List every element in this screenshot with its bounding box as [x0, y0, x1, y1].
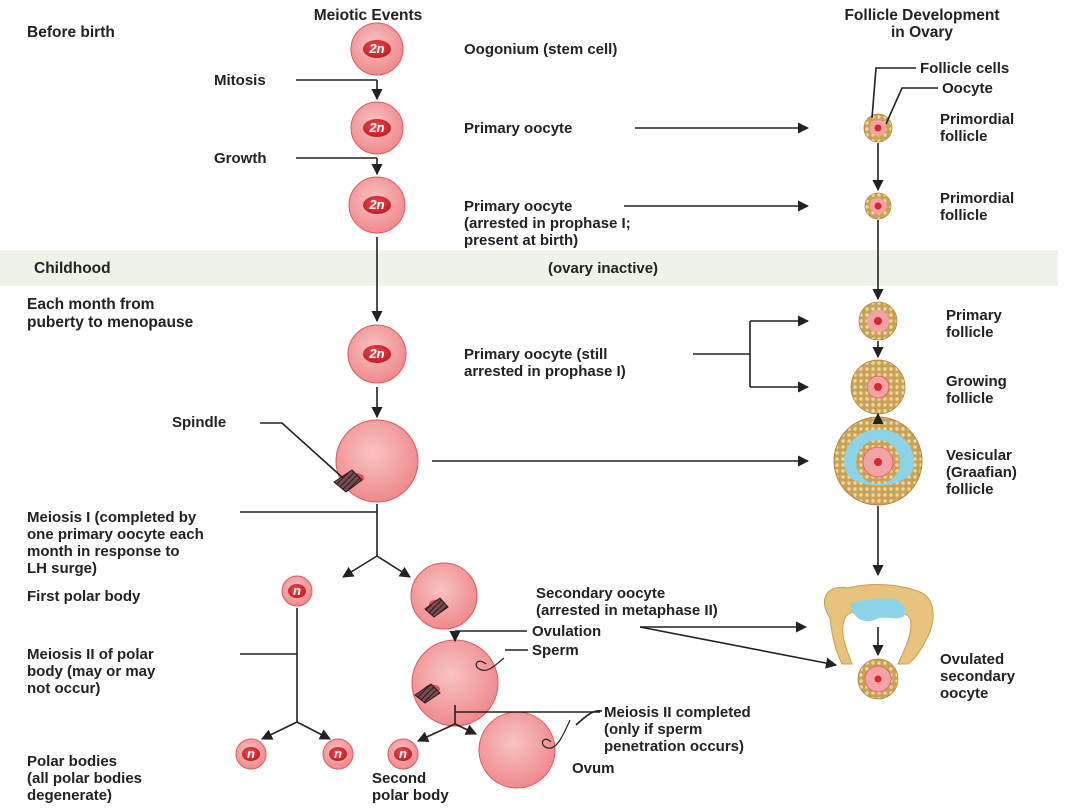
ovulated-secondary-oocyte — [857, 658, 899, 700]
meiosis2-polar-line1: Meiosis II of polar — [27, 646, 154, 663]
vesicular-follicle — [833, 416, 923, 506]
childhood-band — [0, 250, 1058, 286]
growing-follicle-line1: Growing — [946, 373, 1007, 390]
polar-body-cell: n — [235, 738, 267, 770]
header-follicle-line1: Follicle Development — [844, 7, 999, 24]
primordial-follicle-1-line2: follicle — [940, 128, 988, 145]
fertilized-oocyte-cell — [411, 639, 505, 727]
growing-follicle-line2: follicle — [946, 390, 994, 407]
oogonium-cell: 2n — [350, 22, 404, 76]
meiosis2-completed-line3: penetration occurs) — [604, 738, 744, 755]
primary-oocyte-still-line2: arrested in prophase I) — [464, 363, 626, 380]
primordial-follicle-1-line1: Primordial — [940, 111, 1014, 128]
mitosis-label: Mitosis — [214, 72, 266, 89]
meiosis2-polar-line2: body (may or may — [27, 663, 156, 680]
primordial-follicle-2-line1: Primordial — [940, 190, 1014, 207]
primary-follicle-line2: follicle — [946, 324, 994, 341]
oocyte-label: Oocyte — [942, 80, 993, 97]
horizontal-connectors — [432, 122, 838, 726]
second-polar-body-line2: polar body — [372, 787, 449, 804]
spindle-shape — [333, 469, 363, 493]
primary-follicle — [858, 301, 898, 341]
ploidy-label: n — [247, 746, 255, 761]
header-follicle-line2: in Ovary — [891, 24, 953, 41]
meiosis2-completed-line1: Meiosis II completed — [604, 704, 751, 721]
growing-follicle — [850, 359, 906, 415]
oogonium-label: Oogonium (stem cell) — [464, 41, 617, 58]
ovulated-line3: oocyte — [940, 685, 988, 702]
primordial-follicle-2-line2: follicle — [940, 207, 988, 224]
ploidy-label: 2n — [368, 346, 384, 361]
primary-oocyte-arrested-line3: present at birth) — [464, 232, 578, 249]
meiosis1-line4: LH surge) — [27, 560, 97, 577]
section-monthly-line1: Each month from — [27, 296, 154, 313]
ovulation-label: Ovulation — [532, 623, 601, 640]
ploidy-label: n — [334, 746, 342, 761]
spindle-label: Spindle — [172, 414, 226, 431]
first-polar-body-cell: n — [281, 575, 313, 607]
section-childhood: Childhood — [34, 260, 111, 277]
primary-oocyte-arrested-line1: Primary oocyte — [464, 198, 572, 215]
polar-body-cell: n — [322, 738, 354, 770]
meiosis1-line2: one primary oocyte each — [27, 526, 204, 543]
ovary-inactive-label: (ovary inactive) — [548, 260, 658, 277]
ploidy-label: n — [293, 583, 301, 598]
secondary-oocyte-line2: (arrested in metaphase II) — [536, 602, 718, 619]
follicle-connectors — [871, 67, 938, 657]
primordial-follicle-2 — [864, 192, 892, 220]
vesicular-follicle-line1: Vesicular — [946, 447, 1012, 464]
ovum-cell — [478, 711, 571, 789]
meiosis2-polar-line3: not occur) — [27, 680, 100, 697]
ovulated-line1: Ovulated — [940, 651, 1004, 668]
ovulated-line2: secondary — [940, 668, 1016, 685]
meiotic-connectors — [240, 79, 600, 742]
second-polar-body-cell: n — [387, 738, 419, 770]
ploidy-label: 2n — [368, 120, 384, 135]
polar-bodies-line1: Polar bodies — [27, 753, 117, 770]
meiosis2-completed-line2: (only if sperm — [604, 721, 702, 738]
primordial-follicle-1 — [863, 113, 893, 143]
primary-oocyte-still-line1: Primary oocyte (still — [464, 346, 607, 363]
sperm-label: Sperm — [532, 642, 579, 659]
primary-oocyte-cell-3: 2n — [347, 324, 407, 384]
ploidy-label: n — [399, 746, 407, 761]
section-monthly-line2: puberty to menopause — [27, 314, 194, 331]
sperm-shape — [475, 657, 505, 671]
primary-oocyte-cell-1: 2n — [350, 101, 404, 155]
ploidy-label: 2n — [368, 197, 384, 212]
primary-oocyte-label: Primary oocyte — [464, 120, 572, 137]
growth-label: Growth — [214, 150, 267, 167]
ploidy-label: 2n — [368, 41, 384, 56]
polar-bodies-line3: degenerate) — [27, 787, 112, 804]
follicle-cells-label: Follicle cells — [920, 60, 1009, 77]
primary-oocyte-arrested-line2: (arrested in prophase I; — [464, 215, 631, 232]
primary-follicle-line1: Primary — [946, 307, 1003, 324]
meiosis1-line3: month in response to — [27, 543, 180, 560]
ovum-label: Ovum — [572, 760, 615, 777]
oocyte-with-spindle — [333, 419, 419, 503]
section-before-birth: Before birth — [27, 24, 115, 41]
primary-oocyte-cell-2: 2n — [348, 176, 406, 234]
second-polar-body-line1: Second — [372, 770, 426, 787]
vesicular-follicle-line3: follicle — [946, 481, 994, 498]
secondary-oocyte-cell — [410, 562, 478, 630]
ruptured-follicle — [824, 584, 934, 665]
header-meiotic-events: Meiotic Events — [314, 7, 423, 24]
polar-bodies-line2: (all polar bodies — [27, 770, 142, 787]
vesicular-follicle-line2: (Graafian) — [946, 464, 1017, 481]
secondary-oocyte-line1: Secondary oocyte — [536, 585, 665, 602]
meiosis1-line1: Meiosis I (completed by — [27, 509, 197, 526]
first-polar-body-label: First polar body — [27, 588, 141, 605]
